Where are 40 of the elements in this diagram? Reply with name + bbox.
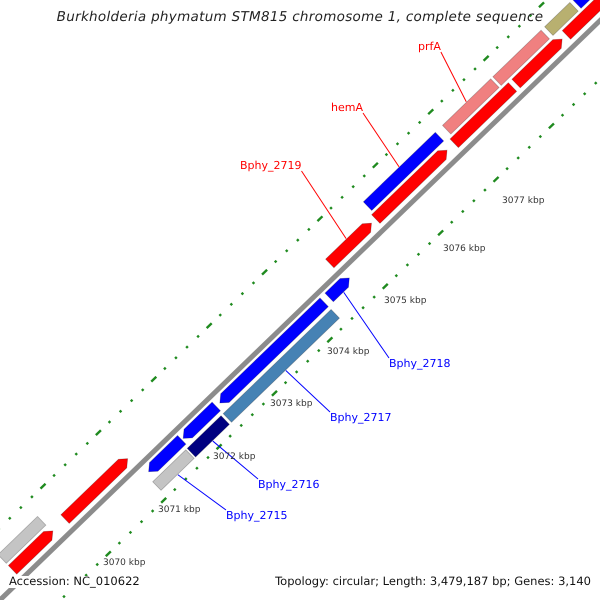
gene-segment [0, 516, 46, 564]
scale-label: 3071 kbp [158, 506, 200, 515]
scale-label: 3076 kbp [443, 245, 486, 254]
leader-line [177, 474, 226, 510]
gene-label: Bphy_2719 [240, 160, 302, 171]
scale-label: 3075 kbp [384, 297, 426, 306]
leader-line [440, 52, 467, 102]
scale-label: 3077 kbp [502, 197, 544, 206]
gene-segment [362, 132, 444, 212]
gene-segment [562, 0, 600, 40]
gene-segment [8, 530, 54, 575]
gene-label: Bphy_2716 [258, 479, 320, 490]
gene-segment [182, 402, 221, 439]
leader-line [212, 440, 258, 480]
gene-segment [148, 434, 186, 472]
gene-segment [492, 30, 550, 86]
gene-segment [442, 78, 500, 135]
title: Burkholderia phymatum STM815 chromosome 1, complete sequence [56, 11, 544, 24]
scale-label: 3074 kbp [327, 348, 370, 357]
gene-segment [325, 222, 372, 268]
gene-label: Bphy_2715 [226, 510, 288, 521]
scale-label: 3073 kbp [270, 400, 312, 409]
leader-line [301, 170, 347, 240]
summary-text: Topology: circular; Length: 3,479,187 bp; Genes: 3,140 [275, 576, 591, 588]
gene-segment [152, 449, 195, 491]
leader-line [343, 292, 390, 358]
gene-segment [60, 458, 128, 524]
gene-segment [449, 82, 518, 148]
gene-label: hemA [331, 102, 363, 113]
gene-segment [511, 38, 563, 88]
leader-line [285, 370, 330, 412]
scale-label: 3070 kbp [103, 559, 146, 568]
accession-text: Accession: NC_010622 [9, 576, 140, 588]
gene-segment [371, 150, 448, 224]
gene-label: Bphy_2717 [330, 412, 392, 423]
leader-line [362, 112, 400, 168]
gene-label: Bphy_2718 [389, 358, 451, 369]
gene-label: prfA [418, 41, 441, 52]
gene-segment [324, 278, 350, 302]
gene-segment [544, 2, 579, 36]
